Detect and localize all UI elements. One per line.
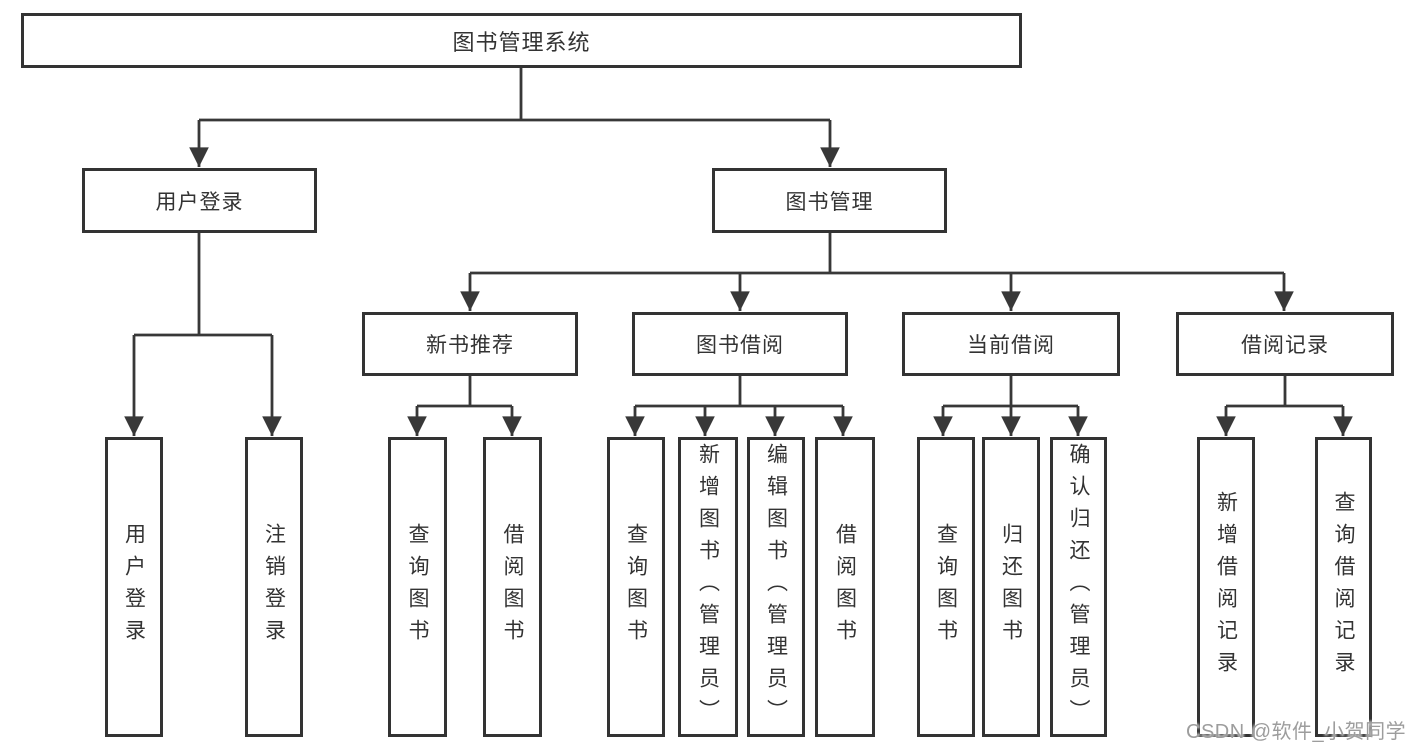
node-borrowing-records: 借阅记录 [1176,312,1394,376]
node-label: 新增图书（管理员） [696,443,720,731]
node-label: 借阅图书 [833,523,857,651]
node-book-management: 图书管理 [712,168,947,233]
leaf-current-return-books: 归还图书 [982,437,1040,737]
node-library-management-system: 图书管理系统 [21,13,1022,68]
node-label: 借阅记录 [1241,334,1329,357]
leaf-borrowing-add-books-admin: 新增图书（管理员） [678,437,738,737]
node-label: 归还图书 [999,523,1023,651]
node-label: 图书管理系统 [452,29,591,55]
node-label: 图书借阅 [696,334,784,357]
node-label: 用户登录 [122,523,146,651]
node-label: 查询借阅记录 [1332,491,1355,683]
node-label: 确认归还（管理员） [1067,443,1090,731]
leaf-logout-login: 注销登录 [245,437,303,737]
leaf-current-confirm-return-admin: 确认归还（管理员） [1050,437,1107,737]
node-label: 用户登录 [155,190,244,214]
leaf-records-add-borrow-record: 新增借阅记录 [1197,437,1255,737]
leaf-recommend-borrow-books: 借阅图书 [483,437,542,737]
leaf-borrowing-edit-books-admin: 编辑图书（管理员） [747,437,805,737]
node-label: 查询图书 [934,523,958,651]
node-book-borrowing: 图书借阅 [632,312,848,376]
node-label: 新书推荐 [426,334,514,357]
watermark: CSDN @软件_小贺同学 [1186,721,1405,743]
node-label: 图书管理 [785,190,874,214]
node-label: 当前借阅 [967,334,1055,357]
leaf-recommend-query-books: 查询图书 [388,437,447,737]
leaf-user-login: 用户登录 [105,437,163,737]
node-label: 编辑图书（管理员） [764,443,788,731]
node-label: 借阅图书 [501,523,524,651]
leaf-records-query-borrow-record: 查询借阅记录 [1315,437,1372,737]
node-user-login: 用户登录 [82,168,317,233]
node-label: 新增借阅记录 [1214,491,1238,683]
node-new-book-recommendation: 新书推荐 [362,312,578,376]
leaf-borrowing-borrow-books: 借阅图书 [815,437,875,737]
leaf-borrowing-query-books: 查询图书 [607,437,665,737]
node-label: 查询图书 [624,523,648,651]
connector-trunk-lines [134,68,1343,408]
leaf-current-query-books: 查询图书 [917,437,975,737]
node-label: 查询图书 [406,523,429,651]
node-current-borrowing: 当前借阅 [902,312,1120,376]
node-label: 注销登录 [262,523,286,651]
